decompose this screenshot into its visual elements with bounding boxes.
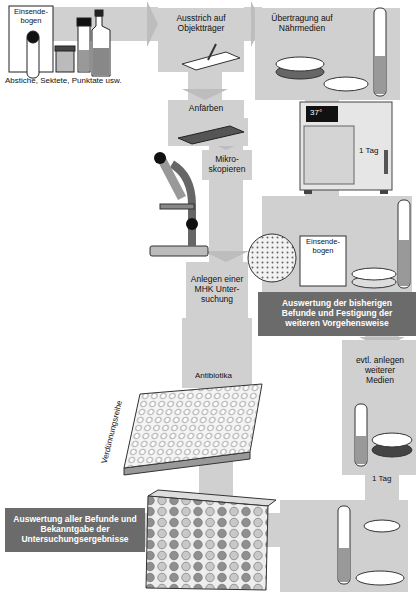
tube-cap: [27, 31, 39, 43]
node-text: Anlegen einer MHK Unter- suchung: [189, 275, 245, 304]
process-step: Übertragung auf Nährmedien: [262, 8, 342, 40]
node-text: Einsende- bogen: [301, 238, 345, 255]
final-media: [338, 506, 404, 585]
band-arrowhead: [147, 1, 158, 47]
temperature-display: 37°: [309, 108, 323, 117]
result-plate: [146, 490, 276, 590]
grown-plates: [248, 200, 410, 288]
process-step: evtl. anlegen weiterer Medien: [350, 348, 410, 394]
incubator: [300, 102, 392, 194]
evaluation-box: Auswertung der bisherigen Befunde und Fe…: [258, 292, 416, 336]
node-text: evtl. anlegen weiterer Medien: [353, 356, 407, 385]
request-sheet: [300, 236, 346, 286]
bottle: [92, 16, 110, 76]
stained-slide: [178, 126, 244, 144]
node-text: Übertragung auf Nährmedien: [265, 14, 339, 34]
request-sheet-label: Einsende- bogen: [9, 6, 53, 32]
request-sheet-label: Einsende- bogen: [300, 236, 346, 262]
vial: [78, 22, 90, 72]
magnified-colonies: [248, 234, 296, 282]
duration-label: 1 Tag: [358, 146, 379, 155]
vial-cap: [77, 18, 91, 26]
jar-lid: [55, 46, 75, 51]
sample-caption: Abstiche, Sektete, Punktate usw.: [4, 76, 123, 85]
band-body: [209, 180, 243, 262]
node-text: Einsende- bogen: [10, 8, 52, 25]
node-text: Auswertung aller Befunde und Bekanntgabe…: [11, 515, 139, 544]
node-text: Auswertung der bisherigen Befunde und Fe…: [264, 299, 410, 328]
band-arrowhead: [182, 89, 228, 100]
smear-slide: [182, 44, 240, 70]
further-media: [355, 404, 412, 466]
sample-containers: [9, 6, 110, 78]
antibiotics-label: Antibiotika: [194, 371, 233, 380]
process-step: Ausstrich auf Objektträger: [158, 8, 244, 40]
bottle-liquid: [93, 48, 109, 75]
bottle-cap: [95, 10, 103, 16]
process-flow-band: [203, 180, 249, 262]
process-step: Anlegen einer MHK Unter- suchung: [186, 262, 248, 318]
node-text: Ausstrich auf Objektträger: [161, 14, 241, 34]
node-text: Mikro- skopieren: [205, 155, 249, 175]
vial-liquid: [79, 50, 89, 71]
node-text: Anfärben: [171, 104, 241, 114]
evaluation-box: Auswertung aller Befunde und Bekanntgabe…: [5, 508, 145, 552]
process-step: Anfärben: [168, 100, 244, 118]
duration-label: 1 Tag: [371, 474, 392, 483]
microscope: [150, 152, 208, 256]
microtiter-plate: [124, 384, 262, 475]
dilution-label: Verdünnungsreihe: [99, 398, 124, 465]
process-step: Mikro- skopieren: [202, 150, 252, 180]
sample-jar: [56, 50, 74, 72]
band-arrowhead: [203, 251, 249, 262]
